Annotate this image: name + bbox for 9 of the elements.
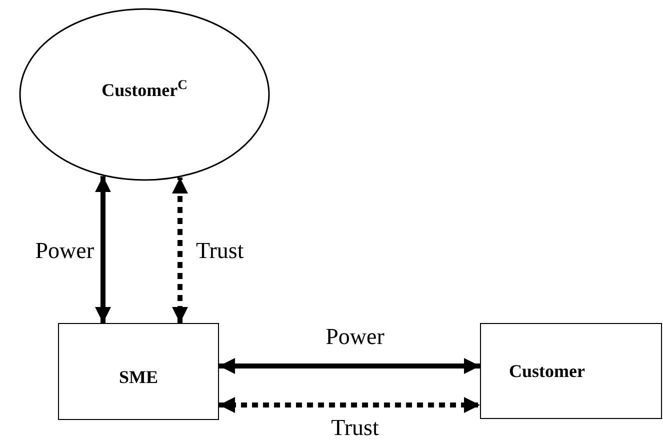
double-arrow bbox=[95, 176, 111, 323]
entity-box bbox=[58, 323, 219, 420]
double-arrow bbox=[219, 358, 480, 374]
double-arrow bbox=[219, 397, 480, 413]
node-label: Customer$^{C}$ bbox=[102, 77, 188, 102]
double-arrow bbox=[172, 177, 188, 323]
node-label: Customer bbox=[509, 360, 585, 382]
node-label: SME bbox=[118, 366, 158, 389]
entity-box bbox=[480, 323, 662, 419]
